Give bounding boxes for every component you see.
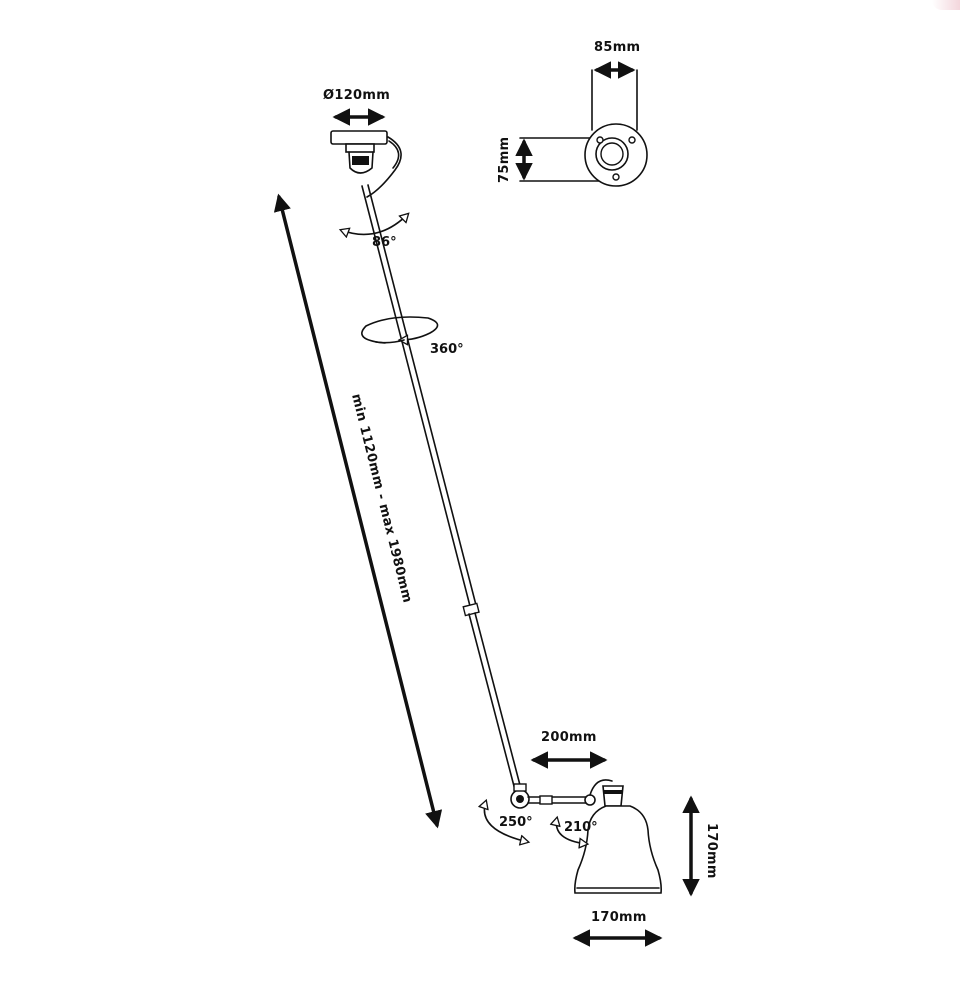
shade-angle-arrow: [556, 818, 587, 844]
rotation-arrow: [361, 316, 439, 343]
tilt-arrow-top: [341, 214, 408, 234]
arm-length-arrow: [273, 193, 443, 829]
shade-height-label: 170mm: [704, 823, 719, 879]
ceiling-diameter-label: Ø120mm: [323, 88, 390, 103]
rotation-arrow-tail: [375, 339, 405, 344]
ceiling-canopy: [330, 130, 402, 198]
tilt-angle-label: 86°: [372, 235, 397, 250]
joint-angle-arrow: [484, 801, 528, 842]
base-width-label: 85mm: [594, 40, 640, 55]
shade-angle-label: 210°: [564, 820, 598, 835]
base-height-label: 75mm: [497, 137, 512, 183]
elbow-joint: [510, 783, 530, 809]
rotation-angle-label: 360°: [430, 342, 464, 357]
shade-width-label: 170mm: [591, 910, 647, 925]
shade-arm: [527, 794, 596, 806]
lamp-shade: [574, 779, 662, 894]
arm-length-label: min 1120mm - max 1980mm: [348, 392, 415, 604]
base-top-view: [519, 69, 648, 187]
shade-arm-label: 200mm: [541, 730, 597, 745]
joint-angle-label: 250°: [499, 815, 533, 830]
corner-decoration: [932, 0, 960, 10]
